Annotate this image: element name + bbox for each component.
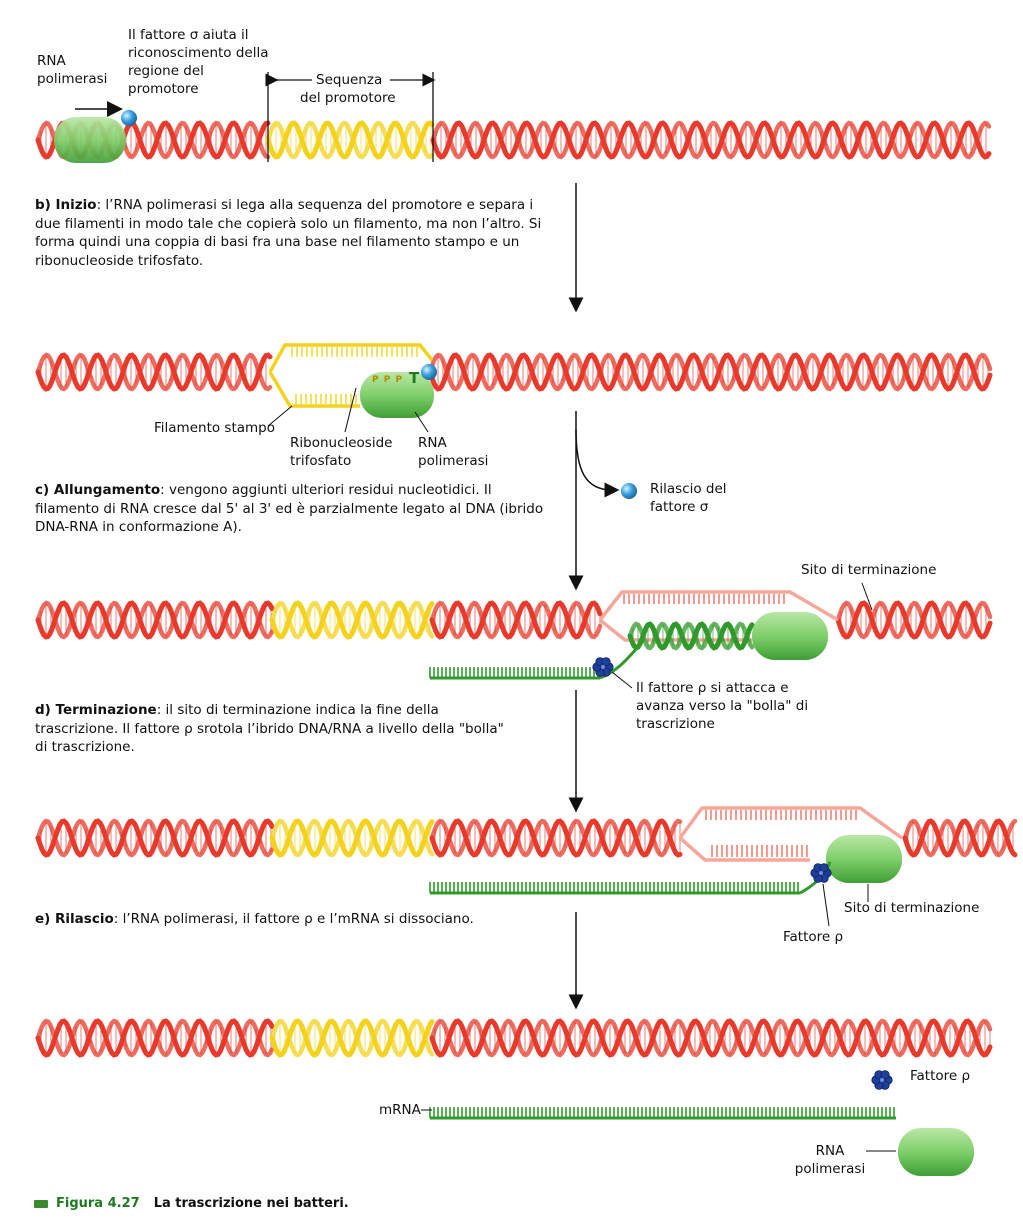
label-mrna: mRNA <box>379 1102 421 1118</box>
leader-template <box>267 405 293 427</box>
rna-polymerase-1 <box>54 117 126 163</box>
label-base-t: T <box>409 369 420 387</box>
leader-ribonucleoside <box>344 387 357 433</box>
sigma-factor-released <box>621 483 637 499</box>
open-bubble-row-4 <box>678 806 904 862</box>
sigma-factor-2 <box>421 364 437 380</box>
caption-bullet-icon <box>34 1199 48 1208</box>
label-promoter-seq: Sequenza <box>316 72 383 88</box>
label-sigma-release: Rilascio del fattore σ <box>650 481 727 515</box>
step-d-description: d) Terminazione: il sito di terminazione… <box>35 702 504 755</box>
label-rna-polymerase-b: RNA polimerasi <box>418 435 489 469</box>
label-ppp: P P P <box>372 375 404 385</box>
mrna-strand-5 <box>429 1107 896 1120</box>
sigma-release-arrow <box>575 429 620 498</box>
label-rho-d: Fattore ρ <box>783 929 844 945</box>
rna-polymerase-4 <box>826 835 902 883</box>
leader-termination-3 <box>861 582 873 611</box>
label-rna-polymerase-e: RNA polimerasi <box>794 1143 866 1177</box>
dna-helix-row-2 <box>35 352 993 392</box>
leader-rho-3 <box>611 671 633 689</box>
rho-factor-5 <box>871 1070 893 1090</box>
rho-factor-3 <box>592 657 614 677</box>
label-termination-site-d: Sito di terminazione <box>844 900 980 916</box>
figure-title: La trascrizione nei batteri. <box>153 1196 349 1211</box>
label-termination-site-c: Sito di terminazione <box>801 562 937 578</box>
leader-rho-4 <box>822 883 830 927</box>
label-sigma-note: Il fattore σ aiuta il riconoscimento del… <box>128 27 269 97</box>
rna-polymerase-2 <box>360 372 434 418</box>
label-ribonucleoside: Ribonucleoside trifosfato <box>290 435 393 469</box>
label-template-strand: Filamento stampo <box>154 420 275 436</box>
rna-polymerase-3 <box>752 612 828 660</box>
dna-helix-row-4 <box>35 818 1018 858</box>
rho-factor-4 <box>810 863 832 883</box>
dna-helix-row-3 <box>35 600 993 640</box>
label-promoter-seq-2: del promotore <box>300 90 396 106</box>
sigma-factor-1 <box>121 110 137 126</box>
mrna-strand-4 <box>429 861 832 895</box>
dna-helix-row-1 <box>35 120 992 160</box>
label-rna-polymerase-a: RNA polimerasi <box>37 53 108 87</box>
step-c-description: c) Allungamento: vengono aggiunti ulteri… <box>35 482 544 535</box>
open-bubble-row-2 <box>268 343 434 408</box>
step-b-description: b) Inizio: l’RNA polimerasi si lega alla… <box>35 197 542 269</box>
step-e-description: e) Rilascio: l’RNA polimerasi, il fattor… <box>35 911 474 927</box>
promoter-bracket <box>265 72 436 162</box>
dna-helix-row-5 <box>35 1018 993 1058</box>
label-rho-attach: Il fattore ρ si attacca e avanza verso l… <box>636 680 809 732</box>
label-rho-e: Fattore ρ <box>910 1068 971 1084</box>
rna-polymerase-5 <box>898 1128 974 1176</box>
leader-polymerase-2 <box>414 411 429 433</box>
figure-number: Figura 4.27 <box>56 1196 140 1211</box>
mrna-strand-3 <box>429 643 642 680</box>
figure-caption: Figura 4.27 La trascrizione nei batteri. <box>34 1196 349 1211</box>
open-bubble-row-3 <box>598 590 839 651</box>
